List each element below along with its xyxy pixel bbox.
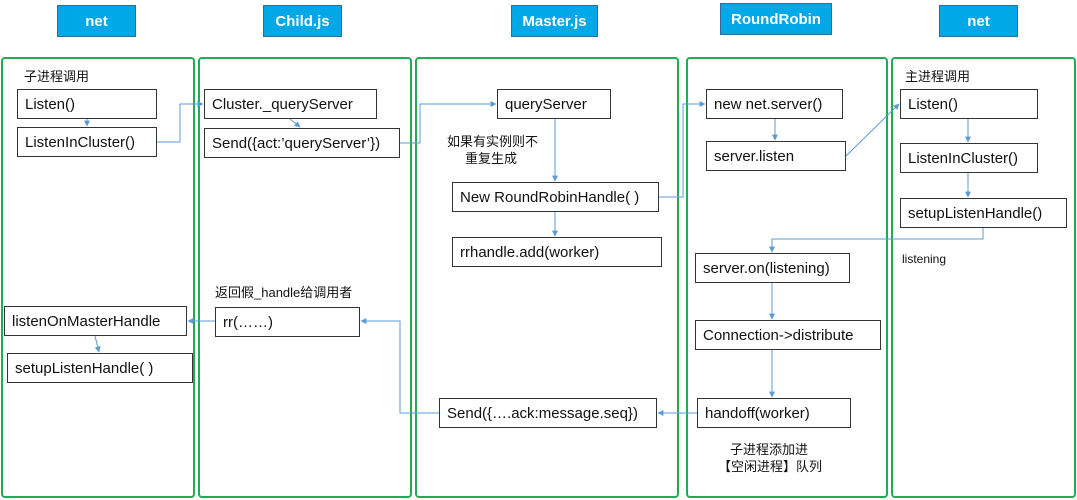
column-net-right <box>891 57 1076 498</box>
header-net-right: net <box>939 5 1018 37</box>
rr-server-on-listening: server.on(listening) <box>695 253 850 283</box>
net-left-listen-in-cluster: ListenInCluster() <box>17 127 157 157</box>
rr-handoff-worker: handoff(worker) <box>697 398 851 428</box>
net-right-listening-label: listening <box>902 252 947 266</box>
net-right-listen: Listen() <box>900 89 1038 119</box>
column-child-js <box>198 57 412 498</box>
column-net-left <box>1 57 195 498</box>
master-query-server: queryServer <box>497 89 611 119</box>
child-return-note: 返回假_handle给调用者 <box>215 285 353 300</box>
master-send-ack: Send({….ack:message.seq}) <box>439 398 657 428</box>
net-right-listen-in-cluster: ListenInCluster() <box>900 143 1038 173</box>
master-note-line2: 重复生成 <box>465 151 518 166</box>
master-new-roundrobin-handle: New RoundRobinHandle( ) <box>452 182 659 212</box>
header-net-left: net <box>57 5 136 37</box>
net-left-listen: Listen() <box>17 89 157 119</box>
column-master-js <box>415 57 679 498</box>
header-master-js: Master.js <box>511 5 598 37</box>
rr-note-line1: 子进程添加进 <box>730 442 809 457</box>
child-send-query-server: Send({act:’queryServer’}) <box>204 128 400 158</box>
net-left-note: 子进程调用 <box>24 69 90 84</box>
header-roundrobin: RoundRobin <box>720 3 832 35</box>
rr-server-listen: server.listen <box>706 141 846 171</box>
child-query-server: Cluster._queryServer <box>204 89 377 119</box>
header-child-js: Child.js <box>263 5 342 37</box>
master-note-line1: 如果有实例则不 <box>447 134 539 149</box>
rr-connection-distribute: Connection->distribute <box>695 320 881 350</box>
rr-new-net-server: new net.server() <box>706 89 843 119</box>
rr-note-line2: 【空闲进程】队列 <box>718 459 823 474</box>
net-right-note: 主进程调用 <box>905 69 971 84</box>
net-left-setup-listen-handle: setupListenHandle( ) <box>7 353 193 383</box>
net-right-setup-listen-handle: setupListenHandle() <box>900 198 1067 228</box>
master-rrhandle-add-worker: rrhandle.add(worker) <box>452 237 662 267</box>
net-left-listen-on-master-handle: listenOnMasterHandle <box>4 306 187 336</box>
column-roundrobin <box>686 57 888 498</box>
child-rr: rr(……) <box>215 307 360 337</box>
